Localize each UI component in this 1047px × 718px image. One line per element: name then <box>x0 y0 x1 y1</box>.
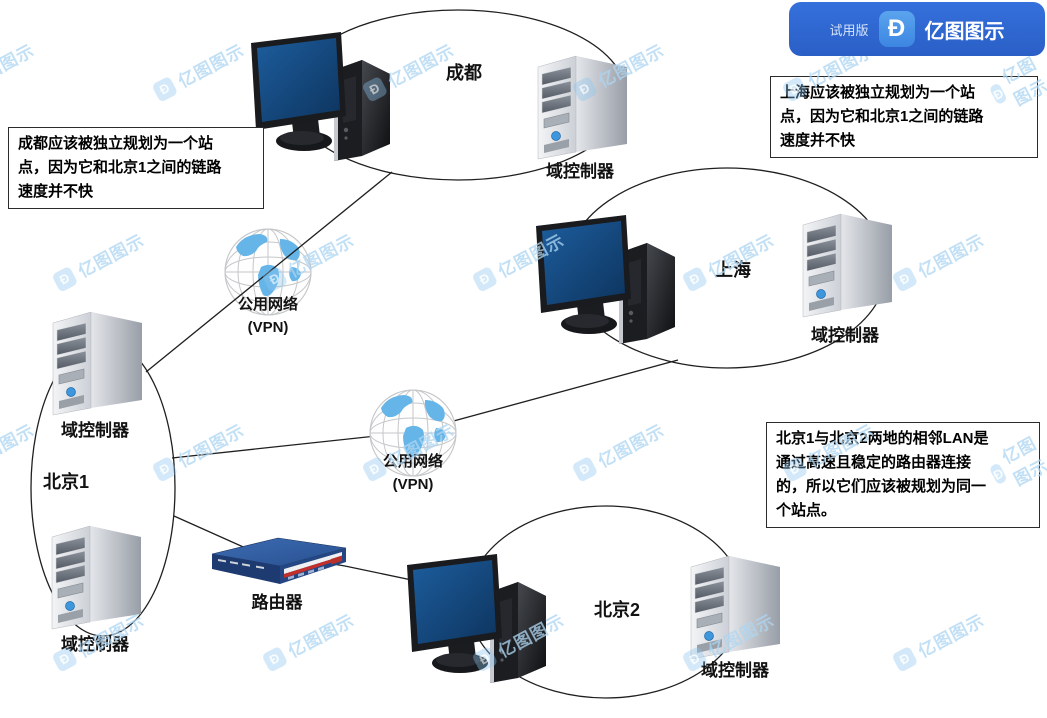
city-label-beijing2[interactable]: 北京2 <box>593 600 640 620</box>
note-chengdu[interactable]: 成都应该被独立规划为一个站 点，因为它和北京1之间的链路 速度并不快 <box>8 127 264 209</box>
city-label-chengdu[interactable]: 成都 <box>446 63 482 83</box>
city-label-beijing1[interactable]: 北京1 <box>42 472 89 492</box>
router-icon[interactable] <box>208 533 348 591</box>
label-beijing1-dc-bottom[interactable]: 域控制器 <box>61 635 129 654</box>
vpn-top-line2: (VPN) <box>247 319 289 337</box>
server-icon-beijing1-dc-top[interactable] <box>45 306 145 418</box>
server-icon-chengdu-dc[interactable] <box>530 50 630 162</box>
label-beijing1-dc-top[interactable]: 域控制器 <box>61 421 129 440</box>
note-beijing[interactable]: 北京1与北京2两地的相邻LAN是 通过高速且稳定的路由器连接 的，所以它们应该被… <box>766 422 1040 528</box>
trial-badge[interactable]: 试用版 Ð 亿图图示 <box>789 2 1045 56</box>
label-shanghai-dc[interactable]: 域控制器 <box>811 326 879 345</box>
link-chengdu-beijing1-vpn[interactable] <box>145 171 393 373</box>
workstation-icon-chengdu[interactable] <box>248 30 396 162</box>
workstation-icon-beijing2[interactable] <box>404 552 552 684</box>
label-chengdu-dc[interactable]: 域控制器 <box>546 162 614 181</box>
label-beijing2-dc[interactable]: 域控制器 <box>701 661 769 680</box>
vpn-middle-line2: (VPN) <box>392 476 434 494</box>
brand-name: 亿图图示 <box>924 20 1005 43</box>
label-vpn-top[interactable]: 公用网络 (VPN) <box>198 293 338 340</box>
server-icon-beijing2-dc[interactable] <box>683 550 783 662</box>
edraw-logo-icon: Ð <box>878 11 915 47</box>
city-label-shanghai[interactable]: 上海 <box>715 260 751 280</box>
server-icon-shanghai-dc[interactable] <box>795 208 895 320</box>
note-shanghai[interactable]: 上海应该被独立规划为一个站 点，因为它和北京1之间的链路 速度并不快 <box>770 76 1038 158</box>
label-vpn-middle[interactable]: 公用网络 (VPN) <box>343 450 483 497</box>
trial-label: 试用版 <box>829 22 869 38</box>
server-icon-beijing1-dc-bottom[interactable] <box>44 520 144 632</box>
vpn-middle-line1: 公用网络 <box>382 453 443 470</box>
vpn-top-line1: 公用网络 <box>237 296 298 313</box>
workstation-icon-shanghai[interactable] <box>533 213 681 345</box>
label-router[interactable]: 路由器 <box>251 593 303 612</box>
